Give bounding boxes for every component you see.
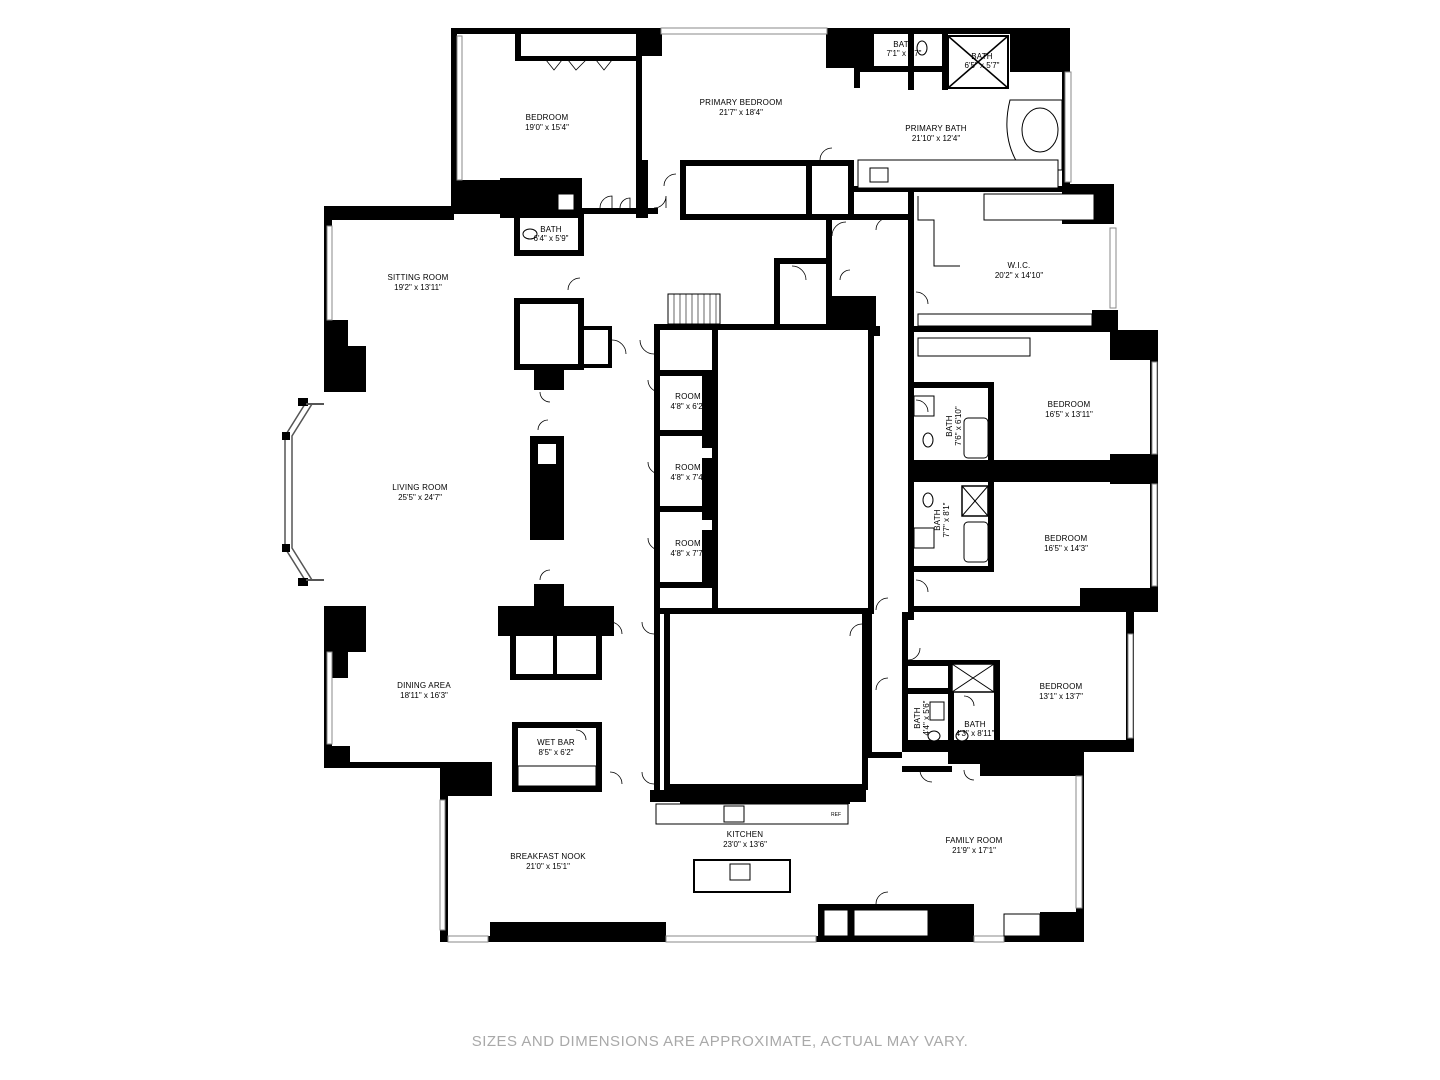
room-name: BEDROOM [1045,534,1088,543]
room-dimensions: 6'4" x 5'9" [534,234,569,243]
room-primary-bath: PRIMARY BATH 21'10" x 12'4" [905,124,967,143]
room-bedroom-e2: BEDROOM 16'5" x 14'3" [1044,534,1088,553]
windows [282,27,1158,943]
room-dining-area: DINING AREA 18'11" x 16'3" [397,681,451,700]
room-name: BATH [971,52,993,61]
room-bath-top1: BATH 7'1" x 5'7" [887,40,922,58]
room-bath-top2: BATH 6'5" x 5'7" [965,52,1000,70]
room-dimensions: 7'6" x 6'10" [954,406,963,446]
room-name: KITCHEN [727,830,764,839]
room-room2: ROOM 4'8" x 7'4" [671,463,706,482]
room-name: BEDROOM [1048,400,1091,409]
room-dimensions: 16'5" x 14'3" [1044,544,1088,553]
room-name: ROOM [675,463,701,472]
room-name: ROOM [675,539,701,548]
room-living-room: LIVING ROOM 25'5" x 24'7" [392,483,448,502]
room-bath-e3b: BATH 4'3" x 8'11" [956,720,995,738]
room-dimensions: 4'8" x 7'7" [671,549,706,558]
room-dimensions: 4'8" x 7'4" [671,473,706,482]
room-name: BATH [913,707,922,729]
room-name: PRIMARY BATH [905,124,967,133]
room-name: BATH [540,225,562,234]
room-family-room: FAMILY ROOM 21'9" x 17'1" [945,836,1002,855]
room-name: WET BAR [537,738,575,747]
room-dimensions: 25'5" x 24'7" [398,493,442,502]
room-name: PRIMARY BEDROOM [700,98,783,107]
room-name: BREAKFAST NOOK [510,852,586,861]
room-room1: ROOM 4'8" x 6'2" [671,392,706,411]
room-name: BATH [945,415,954,437]
room-dimensions: 4'8" x 6'2" [671,402,706,411]
room-dimensions: 13'1" x 13'7" [1039,692,1083,701]
disclaimer-footer: SIZES AND DIMENSIONS ARE APPROXIMATE, AC… [471,1033,969,1050]
room-primary-bedroom: PRIMARY BEDROOM 21'7" x 18'4" [700,98,783,117]
room-name: ROOM [675,392,701,401]
room-bedroom-e3: BEDROOM 13'1" x 13'7" [1039,682,1083,701]
ref-label: REF [831,812,841,818]
room-breakfast-nook: BREAKFAST NOOK 21'0" x 15'1" [510,852,586,871]
room-bath-e1: BATH 7'6" x 6'10" [945,406,963,446]
room-dimensions: 6'5" x 5'7" [965,61,1000,70]
room-name: DINING AREA [397,681,451,690]
room-name: BEDROOM [526,113,569,122]
room-name: LIVING ROOM [392,483,448,492]
room-dimensions: 21'10" x 12'4" [912,134,960,143]
room-dimensions: 4'4" x 5'6" [922,700,931,735]
room-wic: W.I.C. 20'2" x 14'10" [995,261,1043,280]
room-dimensions: 21'7" x 18'4" [719,108,763,117]
room-dimensions: 19'0" x 15'4" [525,123,569,132]
room-name: BATH [964,720,986,729]
room-name: W.I.C. [1008,261,1031,270]
room-name: BATH [933,509,942,531]
room-wet-bar: WET BAR 8'5" x 6'2" [537,738,575,757]
room-name: FAMILY ROOM [945,836,1002,845]
room-name: BEDROOM [1040,682,1083,691]
room-room3: ROOM 4'8" x 7'7" [671,539,706,558]
room-dimensions: 16'5" x 13'11" [1045,410,1093,419]
room-bath-e3a: BATH 4'4" x 5'6" [913,700,931,735]
room-name: BATH [893,40,915,49]
room-dimensions: 4'3" x 8'11" [956,729,995,738]
room-bedroom-nw: BEDROOM 19'0" x 15'4" [525,113,569,132]
doors [537,147,975,905]
room-dimensions: 7'7" x 8'1" [942,502,951,537]
room-dimensions: 8'5" x 6'2" [539,748,574,757]
room-bedroom-e1: BEDROOM 16'5" x 13'11" [1045,400,1093,419]
room-dimensions: 23'0" x 13'6" [723,840,767,849]
room-dimensions: 21'0" x 15'1" [526,862,570,871]
room-dimensions: 18'11" x 16'3" [400,691,448,700]
walls [324,28,1158,942]
room-dimensions: 21'9" x 17'1" [952,846,996,855]
room-sitting-room: SITTING ROOM 19'2" x 13'11" [387,273,448,292]
room-dimensions: 19'2" x 13'11" [394,283,442,292]
room-bath-small: BATH 6'4" x 5'9" [534,225,569,243]
room-dimensions: 20'2" x 14'10" [995,271,1043,280]
room-dimensions: 7'1" x 5'7" [887,49,922,58]
room-labels: BEDROOM 19'0" x 15'4" PRIMARY BEDROOM 21… [387,40,1093,871]
fixtures [517,35,1095,937]
room-bath-e2: BATH 7'7" x 8'1" [933,502,951,537]
room-kitchen: KITCHEN 23'0" x 13'6" [723,830,767,849]
room-name: SITTING ROOM [387,273,448,282]
